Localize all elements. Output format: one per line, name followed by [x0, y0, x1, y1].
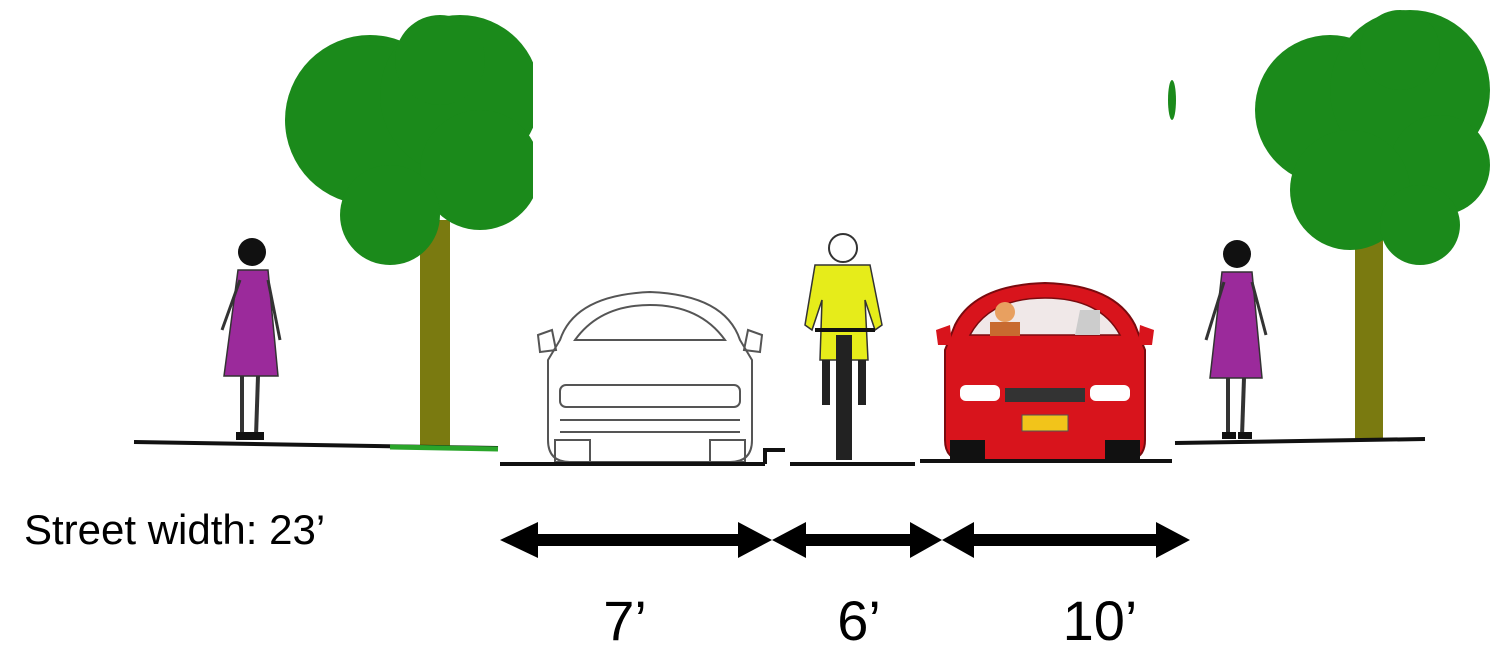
travel-lane-width-label: 10’: [1040, 588, 1160, 653]
right-pedestrian-icon: [1206, 240, 1266, 439]
parking-width-label: 7’: [580, 588, 670, 653]
double-arrow-icon: [942, 522, 1190, 558]
street-width-label: Street width: 23’: [24, 506, 325, 554]
double-arrow-icon: [500, 522, 772, 558]
moving-car-icon: [936, 283, 1154, 462]
cyclist-icon: [805, 234, 882, 460]
dimension-arrows: [500, 522, 1190, 558]
bike-lane-width-label: 6’: [814, 588, 904, 653]
ground-profile: [134, 439, 1425, 464]
left-pedestrian-icon: [222, 238, 280, 440]
parked-car-icon: [538, 292, 762, 462]
left-tree-icon: [285, 0, 593, 448]
double-arrow-icon: [772, 522, 942, 558]
